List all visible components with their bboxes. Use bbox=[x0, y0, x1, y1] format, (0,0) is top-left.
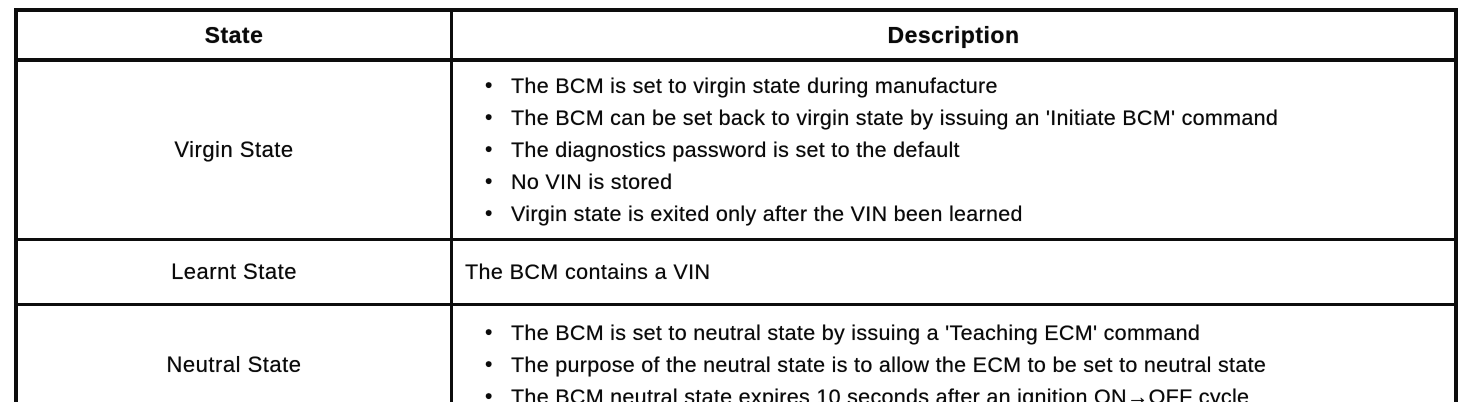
list-item: • The BCM is set to virgin state during … bbox=[485, 70, 1444, 102]
state-cell-neutral: Neutral State bbox=[14, 303, 453, 402]
neutral-bullet-list: • The BCM is set to neutral state by iss… bbox=[463, 317, 1444, 402]
bullet-text: No VIN is stored bbox=[511, 170, 673, 194]
bullet-text: The BCM is set to neutral state by issui… bbox=[511, 321, 1201, 345]
bullet-icon: • bbox=[485, 138, 493, 161]
list-item: • Virgin state is exited only after the … bbox=[485, 198, 1444, 230]
list-item: • The purpose of the neutral state is to… bbox=[485, 349, 1444, 381]
description-cell-learnt: The BCM contains a VIN bbox=[450, 238, 1458, 306]
description-cell-virgin: • The BCM is set to virgin state during … bbox=[450, 58, 1458, 241]
list-item: • The BCM is set to neutral state by iss… bbox=[485, 317, 1444, 349]
bullet-text: The BCM neutral state expires 10 seconds… bbox=[511, 385, 1250, 402]
list-item: • The BCM neutral state expires 10 secon… bbox=[485, 381, 1444, 402]
column-header-description: Description bbox=[450, 8, 1458, 62]
list-item: • No VIN is stored bbox=[485, 166, 1444, 198]
description-text: The BCM contains a VIN bbox=[465, 259, 711, 284]
table-row-neutral-state: Neutral State • The BCM is set to neutra… bbox=[14, 303, 1458, 402]
bullet-icon: • bbox=[485, 321, 493, 344]
list-item: • The BCM can be set back to virgin stat… bbox=[485, 102, 1444, 134]
state-cell-learnt: Learnt State bbox=[14, 238, 453, 306]
description-cell-neutral: • The BCM is set to neutral state by iss… bbox=[450, 303, 1458, 402]
bullet-text: Virgin state is exited only after the VI… bbox=[511, 202, 1023, 226]
table-row-learnt-state: Learnt State The BCM contains a VIN bbox=[14, 238, 1458, 306]
bcm-state-table: State Description Virgin State • The BCM… bbox=[14, 8, 1458, 402]
bullet-icon: • bbox=[485, 353, 493, 376]
bullet-icon: • bbox=[485, 74, 493, 97]
bullet-icon: • bbox=[485, 106, 493, 129]
bullet-icon: • bbox=[485, 170, 493, 193]
table-header-row: State Description bbox=[14, 8, 1458, 62]
table-row-virgin-state: Virgin State • The BCM is set to virgin … bbox=[14, 58, 1458, 241]
list-item: • The diagnostics password is set to the… bbox=[485, 134, 1444, 166]
column-header-state: State bbox=[14, 8, 453, 62]
bullet-text: The BCM can be set back to virgin state … bbox=[511, 106, 1279, 130]
bullet-text: The diagnostics password is set to the d… bbox=[511, 138, 960, 162]
bullet-icon: • bbox=[485, 202, 493, 225]
bullet-text: The BCM is set to virgin state during ma… bbox=[511, 74, 998, 98]
virgin-bullet-list: • The BCM is set to virgin state during … bbox=[463, 70, 1444, 230]
bullet-icon: • bbox=[485, 385, 493, 402]
state-cell-virgin: Virgin State bbox=[14, 58, 453, 241]
bullet-text: The purpose of the neutral state is to a… bbox=[511, 353, 1267, 377]
